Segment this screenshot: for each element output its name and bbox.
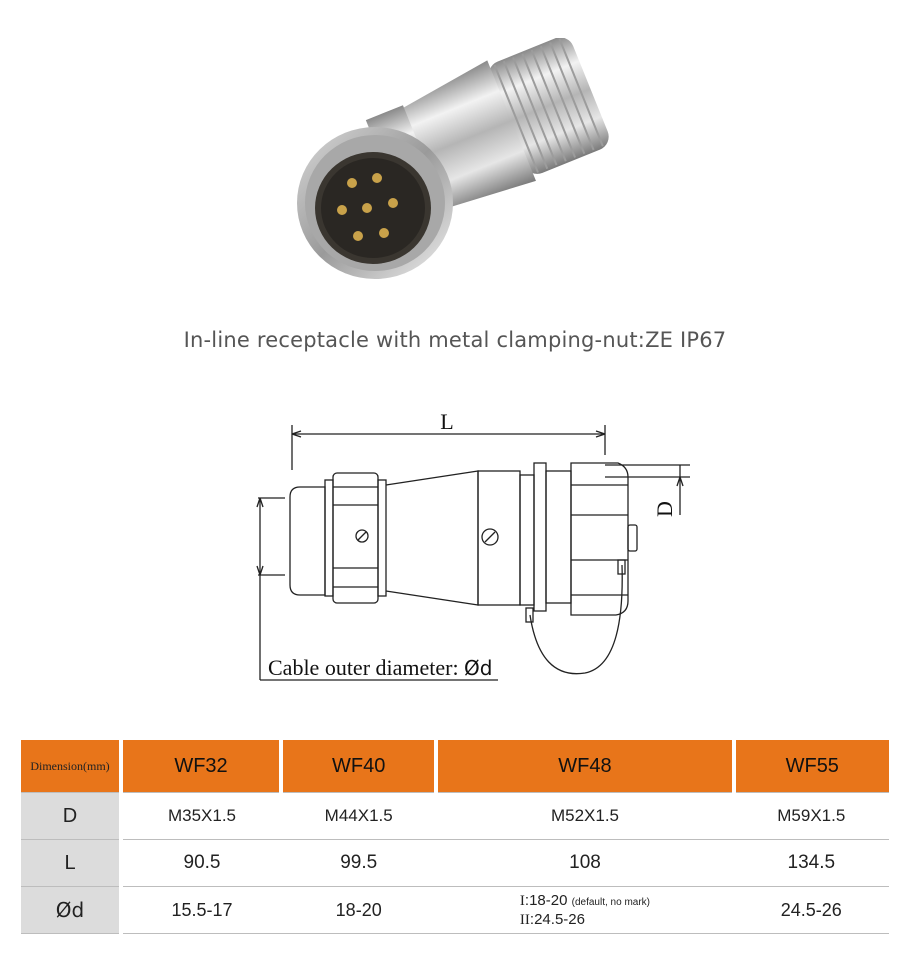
table-cell: 15.5-17 xyxy=(121,886,281,934)
table-cell: 18-20 xyxy=(280,886,437,934)
wf48-od-values: I:18-20 (default, no mark) II:24.5-26 xyxy=(520,892,650,929)
dimension-drawing: L D Cable outer diameter: Ød xyxy=(240,405,700,705)
row-label-L: L xyxy=(21,839,123,887)
table-cell: 108 xyxy=(436,839,734,887)
wf48-od-value-1: :18-20 xyxy=(524,891,568,909)
table-header-row: Dimension(mm) WF32 WF40 WF48 WF55 xyxy=(21,740,889,793)
column-header-wf48: WF48 xyxy=(436,740,736,793)
roman-numeral-2: II xyxy=(519,911,530,928)
column-header-wf40: WF40 xyxy=(280,740,439,793)
column-header-wf32: WF32 xyxy=(121,740,283,793)
product-photo xyxy=(280,37,630,298)
table-row-L: L 90.5 99.5 108 134.5 xyxy=(21,839,889,887)
table-row-D: D M35X1.5 M44X1.5 M52X1.5 M59X1.5 xyxy=(21,792,889,840)
table-cell: 134.5 xyxy=(733,839,889,887)
table-cell: 24.5-26 xyxy=(733,886,889,934)
column-header-wf55: WF55 xyxy=(733,740,889,793)
table-cell: 90.5 xyxy=(121,839,281,887)
wf48-od-note: (default, no mark) xyxy=(571,896,651,908)
wf48-od-value-2: :24.5-26 xyxy=(529,910,585,928)
roman-numeral-1: I xyxy=(519,892,525,909)
dimension-table: Dimension(mm) WF32 WF40 WF48 WF55 D M35X… xyxy=(21,740,889,934)
table-row-od: Ød 15.5-17 18-20 I:18-20 (default, no ma… xyxy=(21,886,889,934)
table-cell: M35X1.5 xyxy=(121,792,281,840)
table-cell: 99.5 xyxy=(280,839,437,887)
dimension-D-label: D xyxy=(652,501,677,517)
table-cell-wf48-od: I:18-20 (default, no mark) II:24.5-26 xyxy=(436,886,734,934)
product-caption: In-line receptacle with metal clamping-n… xyxy=(183,328,727,352)
cable-diameter-symbol: Ød xyxy=(464,656,492,680)
table-corner-cell: Dimension(mm) xyxy=(21,740,123,793)
table-cell: M44X1.5 xyxy=(280,792,437,840)
dimension-L-label: L xyxy=(440,409,453,434)
table-cell: M52X1.5 xyxy=(436,792,734,840)
row-label-D: D xyxy=(21,792,123,840)
cable-diameter-label: Cable outer diameter: xyxy=(268,655,459,680)
row-label-od: Ød xyxy=(21,886,123,934)
table-cell: M59X1.5 xyxy=(733,792,889,840)
